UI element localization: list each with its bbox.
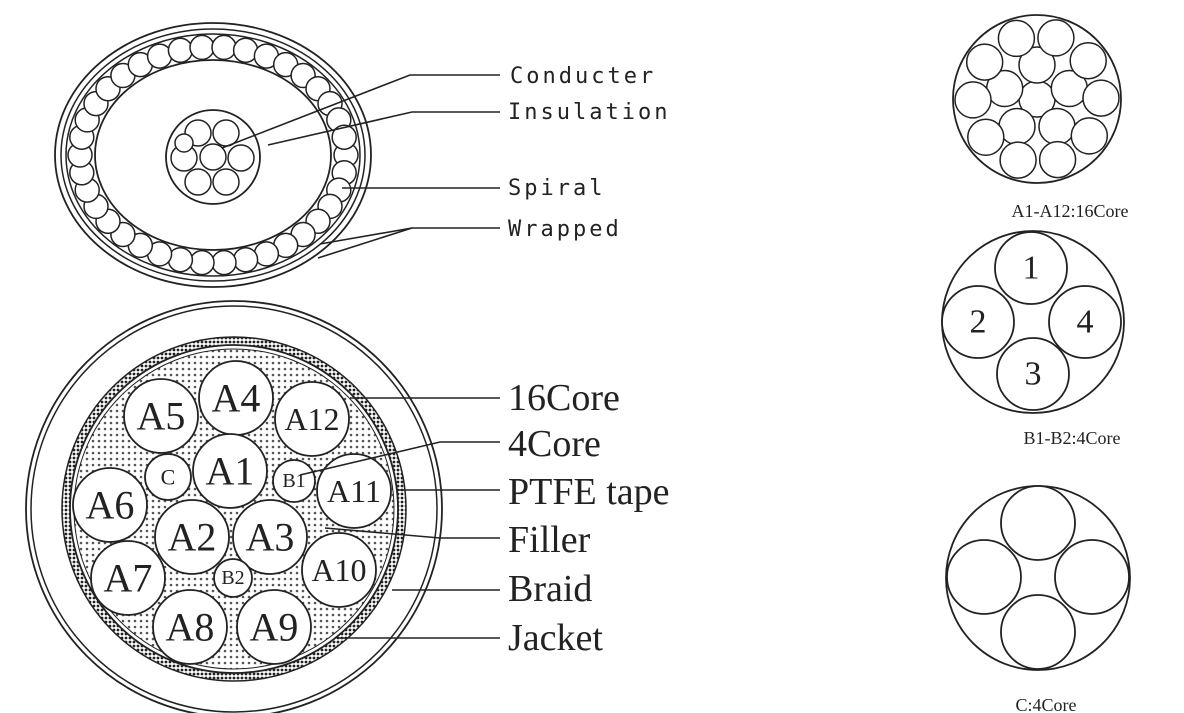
detail-a-strand xyxy=(1082,79,1120,117)
detail-b-num-3: 3 xyxy=(1025,356,1042,393)
core-c: C xyxy=(144,453,192,501)
detail-b-caption: B1-B2:4Core xyxy=(1024,428,1121,448)
core-a6: A6 xyxy=(72,467,148,543)
spiral-wire xyxy=(189,249,215,276)
core-b2-label: B2 xyxy=(221,567,244,589)
label-16core: 16Core xyxy=(508,377,620,419)
leader-filler xyxy=(324,527,500,539)
core-a3-label: A3 xyxy=(246,515,295,560)
detail-a-strand xyxy=(954,81,992,119)
detail-a-strand xyxy=(997,19,1036,58)
core-a10: A10 xyxy=(301,532,377,608)
detail-a-strand xyxy=(1038,140,1077,179)
core-a3: A3 xyxy=(232,499,308,575)
strand xyxy=(174,133,194,153)
core-a2: A2 xyxy=(154,499,230,575)
label-ptfe-tape: PTFE tape xyxy=(508,471,669,513)
main-cable: A4 A5 A12 A1 C B1 A11 A6 xyxy=(25,300,669,713)
label-spiral: Spiral xyxy=(508,176,605,201)
detail-b-4core: 1 2 4 3 B1-B2:4Core xyxy=(941,230,1125,448)
conductor-strands xyxy=(170,119,255,196)
detail-c-core-bottom xyxy=(1000,594,1076,670)
detail-a-strand xyxy=(1069,41,1107,80)
label-wrapped: Wrapped xyxy=(508,217,622,242)
core-a5-label: A5 xyxy=(137,394,186,439)
core-a12: A12 xyxy=(274,381,350,457)
strand-center xyxy=(199,143,227,171)
detail-a-strand xyxy=(1037,19,1075,57)
spiral-outer-ring xyxy=(65,33,361,277)
detail-b-num-1: 1 xyxy=(1023,250,1040,287)
detail-a-strand xyxy=(1070,117,1109,155)
core-a8-label: A8 xyxy=(166,605,215,650)
detail-a-strand xyxy=(965,43,1004,81)
label-conducter: Conducter xyxy=(510,64,656,89)
jacket-inner-line xyxy=(30,305,438,713)
leader-4core xyxy=(299,441,500,476)
core-c-label: C xyxy=(161,465,176,490)
detail-b-core-2: 2 xyxy=(941,285,1015,359)
core-a1: A1 xyxy=(192,433,268,509)
core-a9: A9 xyxy=(236,589,312,665)
label-filler: Filler xyxy=(508,519,591,561)
detail-a-strand xyxy=(1018,46,1056,84)
detail-c-core-top xyxy=(1000,485,1076,561)
detail-c-core-right xyxy=(1054,539,1130,615)
spiral-wire xyxy=(232,246,259,273)
core-a1-label: A1 xyxy=(206,449,255,494)
detail-a-strand xyxy=(1038,107,1076,146)
strand xyxy=(212,168,240,196)
outer-wrap-inner xyxy=(60,28,366,282)
core-a6-label: A6 xyxy=(86,483,135,528)
detail-a-strands xyxy=(954,19,1120,179)
detail-b-core-1: 1 xyxy=(994,231,1068,305)
core-b1-label: B1 xyxy=(282,470,305,492)
detail-a-caption: A1-A12:16Core xyxy=(1012,201,1129,221)
core-a4-label: A4 xyxy=(212,376,261,421)
core-b2: B2 xyxy=(213,558,253,598)
spiral-wire xyxy=(167,37,194,64)
core-a2-label: A2 xyxy=(168,515,217,560)
core-b1: B1 xyxy=(272,459,316,503)
label-jacket: Jacket xyxy=(508,617,603,659)
core-a12-label: A12 xyxy=(284,401,339,437)
label-insulation: Insulation xyxy=(508,100,670,125)
strand xyxy=(227,144,255,172)
label-4core: 4Core xyxy=(508,423,601,465)
detail-c-4core: C:4Core xyxy=(945,485,1131,713)
detail-c-caption: C:4Core xyxy=(1016,695,1077,713)
leader-wrapped-1 xyxy=(319,227,500,245)
detail-a-16core: A1-A12:16Core xyxy=(952,14,1129,221)
core-a5: A5 xyxy=(123,378,199,454)
top-cable: Conducter Insulation Spiral Wrapped xyxy=(54,22,670,288)
spiral-wires xyxy=(67,34,359,276)
spiral-wire xyxy=(189,34,215,61)
spiral-wire xyxy=(211,249,237,276)
core-a7: A7 xyxy=(90,540,166,616)
detail-b-num-4: 4 xyxy=(1077,304,1094,341)
core-a8: A8 xyxy=(152,589,228,665)
detail-b-core-3: 3 xyxy=(996,337,1070,411)
detail-a-strand xyxy=(967,118,1005,157)
core-a7-label: A7 xyxy=(104,556,153,601)
label-braid: Braid xyxy=(508,568,592,610)
core-a11-label: A11 xyxy=(327,473,381,509)
detail-a-strand xyxy=(999,141,1037,179)
spiral-wire xyxy=(211,34,237,61)
core-a10-label: A10 xyxy=(311,552,366,588)
spiral-wire xyxy=(331,124,357,150)
core-a4: A4 xyxy=(198,360,274,436)
core-a11: A11 xyxy=(316,453,392,529)
core-a9-label: A9 xyxy=(250,605,299,650)
leader-conducter xyxy=(221,74,500,149)
leader-insulation xyxy=(267,111,500,146)
strand xyxy=(184,168,212,196)
detail-b-num-2: 2 xyxy=(970,304,987,341)
detail-b-core-4: 4 xyxy=(1048,285,1122,359)
leader-wrapped-2 xyxy=(317,227,413,259)
detail-c-core-left xyxy=(946,539,1022,615)
